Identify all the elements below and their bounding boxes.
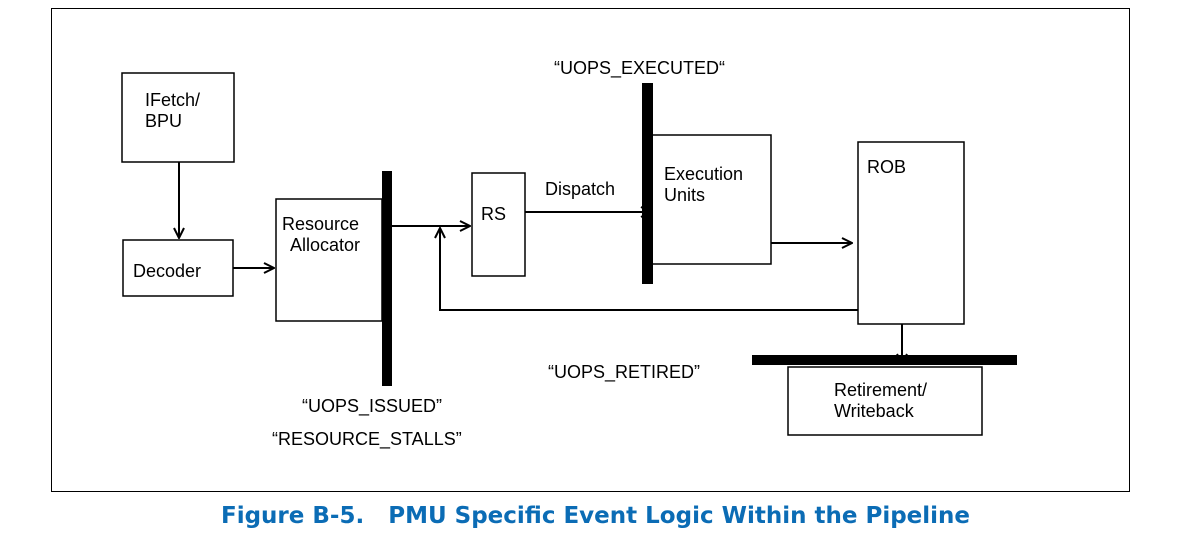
execution-units-label-line1: Execution <box>664 164 743 184</box>
rs-box <box>471 172 526 277</box>
decoder-box <box>122 239 234 297</box>
retirement-label-line1: Retirement/ <box>834 380 927 400</box>
retirement-label-line2: Writeback <box>834 401 915 421</box>
figure-caption: Figure B-5. PMU Specific Event Logic Wit… <box>220 503 971 529</box>
rs-label: RS <box>481 204 506 224</box>
resource-stalls-label: “RESOURCE_STALLS” <box>272 429 462 450</box>
decoder-label: Decoder <box>133 261 201 281</box>
ifetch-label-line2: BPU <box>145 111 182 131</box>
rob-label: ROB <box>867 157 906 177</box>
dispatch-label: Dispatch <box>545 179 615 199</box>
uops-retired-label: “UOPS_RETIRED” <box>548 362 700 383</box>
rob-box <box>857 141 965 325</box>
rob-feedback-arrow <box>440 228 858 311</box>
diagram-frame <box>51 8 1130 492</box>
resource-allocator-label-line2: Allocator <box>290 235 360 255</box>
uops-executed-bar <box>642 83 653 284</box>
uops-executed-label: “UOPS_EXECUTED“ <box>554 58 725 79</box>
ifetch-label-line1: IFetch/ <box>145 90 200 110</box>
retirement-box <box>787 366 983 436</box>
uops-issued-bar <box>382 171 392 386</box>
resource-allocator-label-line1: Resource <box>282 214 359 234</box>
execution-units-label-line2: Units <box>664 185 705 205</box>
uops-issued-label: “UOPS_ISSUED” <box>302 396 442 417</box>
uops-retired-bar <box>752 355 1017 365</box>
